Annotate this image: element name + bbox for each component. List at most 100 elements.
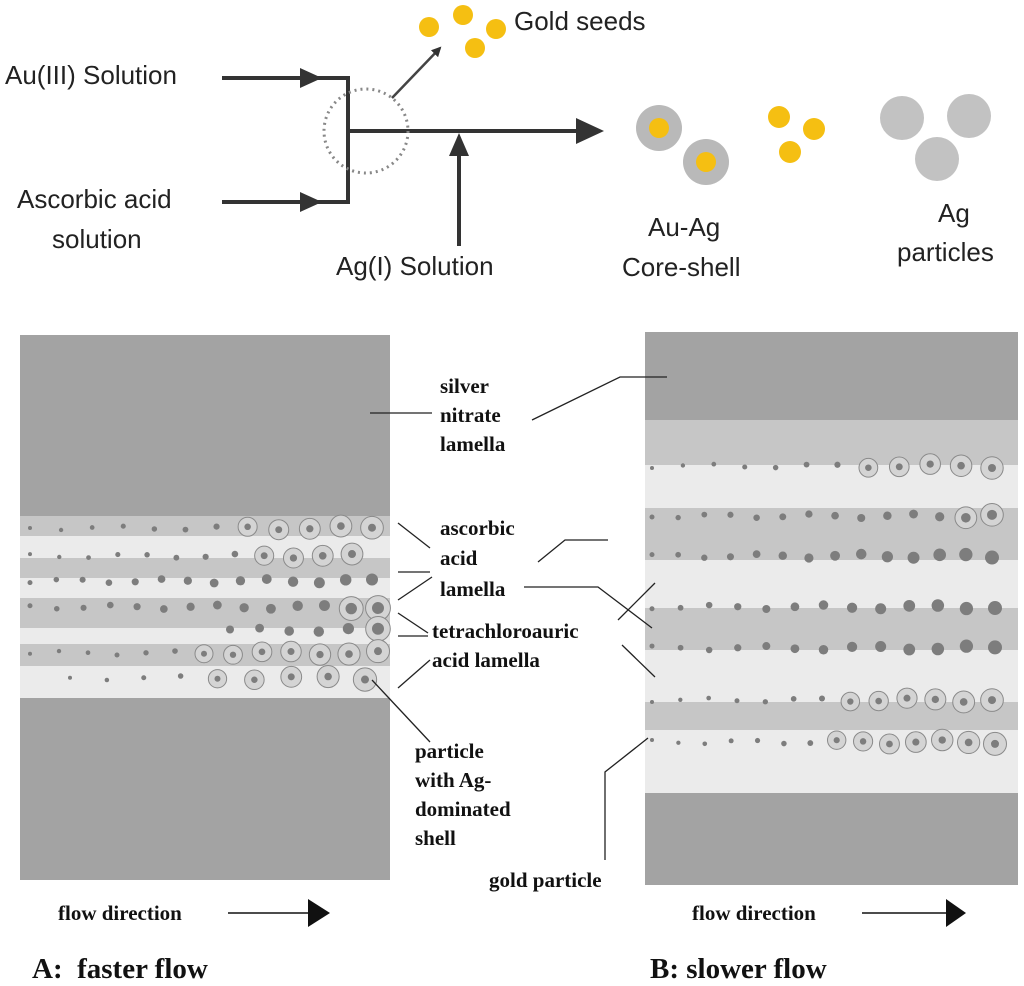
particle-a-row2 [231,550,239,558]
particle-a-row4b [313,626,324,637]
particle-a-row4b [284,626,295,636]
ag-particles-icon [880,94,991,181]
particle-a-row1 [213,523,220,530]
leader-silver-b [531,376,667,421]
label-particle-1: particle [415,739,484,763]
particle-b-row4 [790,602,800,612]
particle-b-row6 [847,698,854,705]
particle-b-row3 [649,552,655,558]
particle-a-row4 [160,605,168,613]
particle-a-row5 [114,652,120,658]
particle-b-row5 [903,643,916,656]
panel-a-lamella-6 [20,628,390,644]
core-shell-label-line2: Core-shell [622,252,741,282]
label-silver-1: silver [440,374,489,398]
particle-a-row6 [68,675,72,680]
panel-a-lamella-1 [20,516,390,536]
particle-b-row2 [831,511,839,520]
particle-b-row6 [988,696,996,705]
particle-a-row1 [58,527,64,533]
particle-b-row2 [909,509,918,519]
leader-ascorbic-a1 [397,522,431,549]
particle-a-row3 [157,575,166,583]
particle-b-row7 [754,737,761,744]
particle-b-row2 [779,513,787,521]
particle-a-row4 [213,600,222,610]
particle-b-row5 [705,646,713,654]
particle-b-row7 [807,740,814,746]
panel-a-lamella-3 [20,558,390,578]
particle-b-row3 [855,548,867,560]
au3-solution-label: Au(III) Solution [5,60,177,90]
gold-seeds-label: Gold seeds [514,6,646,36]
particle-b-row7 [702,741,708,747]
core-shell-label-line1: Au-Ag [648,212,720,242]
particle-b-row4 [677,604,684,611]
ag-particles-label-line1: Ag [938,198,970,228]
annotations [370,376,667,860]
particle-b-row5 [649,643,655,649]
particle-a-row5 [287,648,295,656]
particle-b-row3 [830,550,840,561]
leader-tetra-a1 [397,612,429,634]
particle-b-row5 [931,642,945,656]
particle-b-row2 [701,511,708,518]
particle-a-row5 [345,650,353,658]
label-silver-3: lamella [440,432,506,456]
particle-a-row5 [201,650,207,657]
free-gold-seeds-icon [768,106,825,163]
particle-a-row4 [27,603,33,609]
panel-b-silver-bottom [645,793,1018,885]
particle-b-row5 [790,644,800,654]
ag-particles-label-line2: particles [897,237,994,267]
particle-b-row7 [886,740,893,748]
particle-a-row4b [255,623,264,633]
particle-a-row3 [261,574,272,584]
particle-b-row6 [790,695,797,702]
particle-b-row1 [742,464,748,470]
leader-tetra-a3 [397,659,431,689]
particle-a-row3 [79,576,86,583]
label-ascorbic-1: ascorbic [440,516,515,540]
particle-b-row2 [753,514,760,521]
panel-a-lamella-5 [20,598,390,628]
particle-b-row6 [903,694,911,702]
particle-a-row1 [89,525,95,530]
particle-a-row5 [316,650,324,659]
au3-arrowhead [300,68,322,88]
particle-b-row7 [781,740,787,747]
particle-b-row1 [957,461,965,470]
particle-a-row5 [229,651,237,658]
particle-a-row1 [275,526,283,534]
particle-a-row1 [368,523,376,532]
particle-b-row4 [846,602,858,613]
particle-a-row6 [251,676,258,684]
particle-b-row7 [938,736,946,744]
panel-a-flow-label: flow direction [58,901,182,925]
particle-a-row6 [141,675,147,681]
label-gold-particle: gold particle [489,868,602,892]
particle-b-row4 [931,599,945,612]
particle-a-row4 [319,600,330,612]
ascorbic-solution-label-line2: solution [52,224,142,254]
particle-a-row1 [244,523,251,531]
label-tetra-2: acid lamella [432,648,540,672]
leader-tetra-b1 [621,644,656,678]
particle-a-row4 [186,602,195,611]
particle-a-row3 [53,576,60,583]
particle-a-row3 [235,576,246,586]
particle-a-row6 [214,675,221,682]
particle-b-row3 [804,553,814,563]
particle-a-row2 [173,554,180,561]
particle-a-row3 [287,576,299,587]
particle-a-row2 [260,552,268,560]
particle-a-row1 [337,522,345,530]
particle-a-row1 [306,525,314,533]
particle-a-row4b [342,623,354,635]
panel-b-particles [649,453,1007,756]
particle-b-row1 [650,465,654,470]
particle-a-row5 [85,650,91,656]
particle-b-row6 [734,698,740,704]
particle-a-row3 [27,580,33,586]
label-particle-3: dominated [415,797,511,821]
